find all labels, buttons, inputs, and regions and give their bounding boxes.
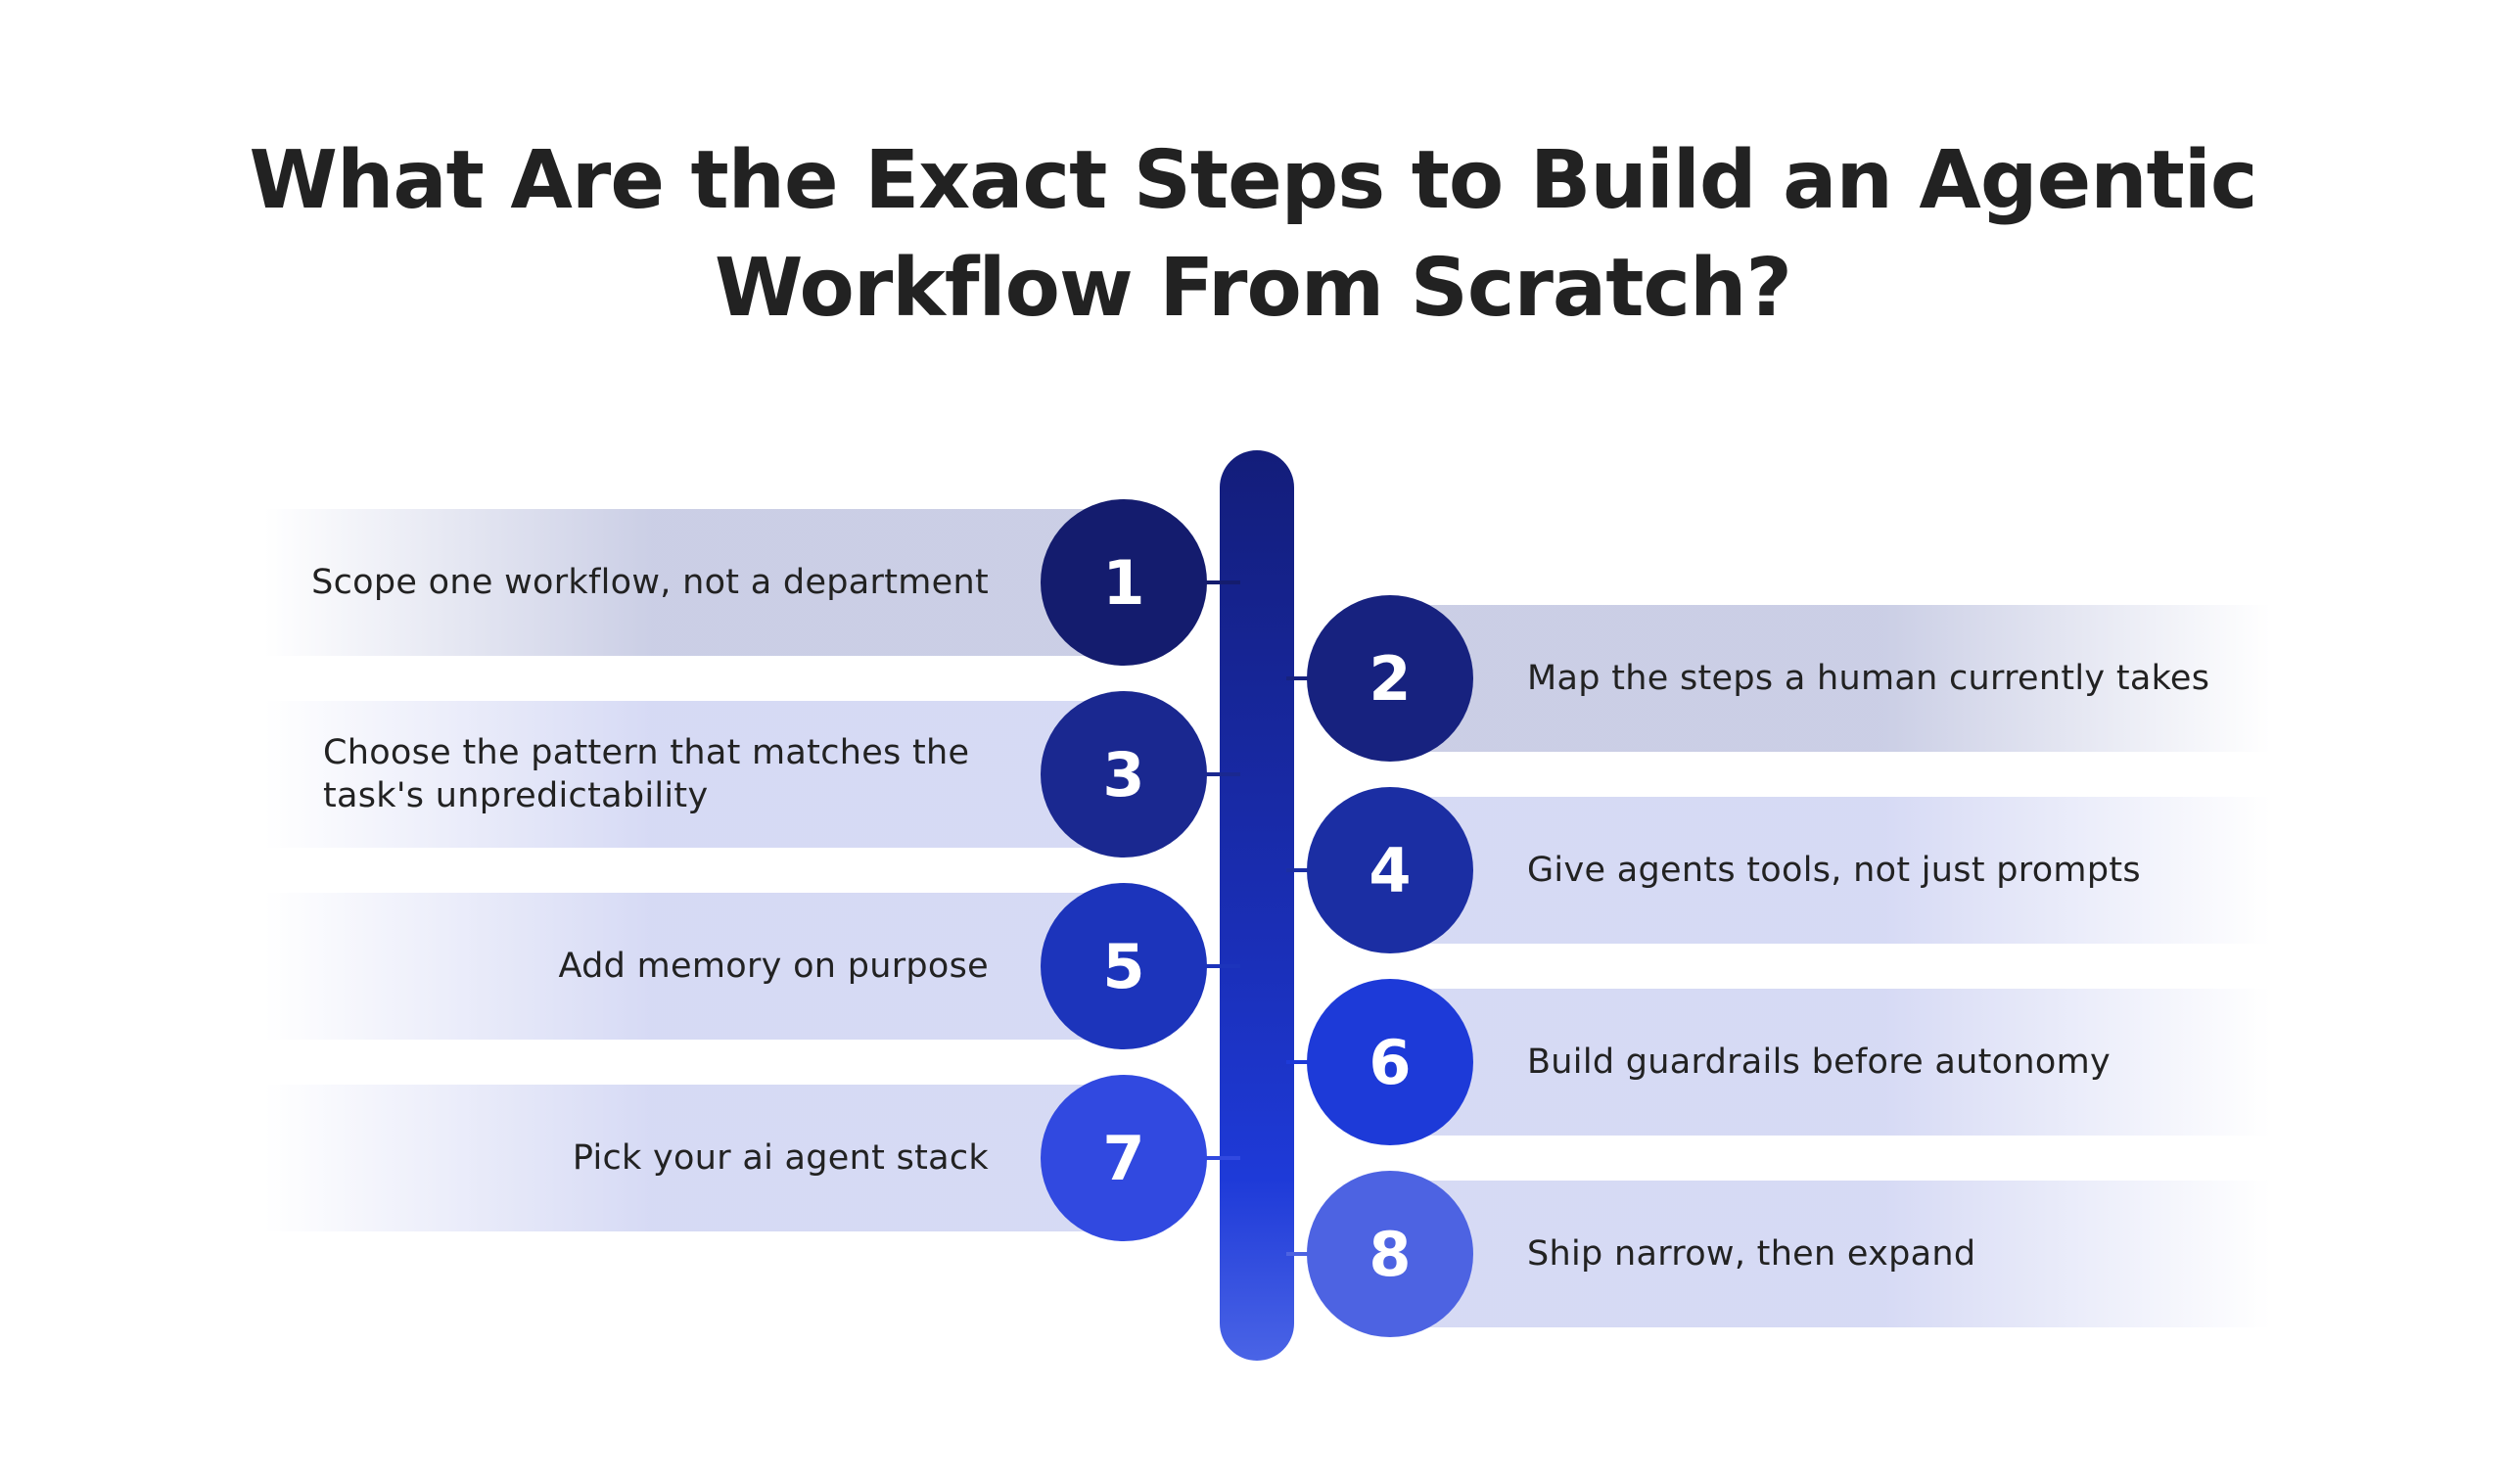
step-5-label: Add memory on purpose xyxy=(558,947,989,986)
step-7-connector xyxy=(1201,1156,1240,1160)
step-6-band: Build guardrails before autonomy xyxy=(1410,989,2271,1136)
step-3-badge: 3 xyxy=(1041,691,1207,858)
step-6-connector xyxy=(1286,1060,1325,1064)
step-7-badge: 7 xyxy=(1041,1075,1207,1241)
step-2-band: Map the steps a human currently takes xyxy=(1410,605,2271,752)
step-8-label: Ship narrow, then expand xyxy=(1527,1234,1976,1274)
page-title: What Are the Exact Steps to Build an Age… xyxy=(0,127,2506,343)
step-2-connector xyxy=(1286,676,1325,680)
step-6-label: Build guardrails before autonomy xyxy=(1527,1043,2112,1082)
step-1-label: Scope one workflow, not a department xyxy=(311,563,989,602)
step-1-band: Scope one workflow, not a department xyxy=(264,509,1126,656)
step-5-connector xyxy=(1201,964,1240,968)
step-6-badge: 6 xyxy=(1307,979,1473,1145)
step-4-connector xyxy=(1286,868,1325,872)
step-5-badge: 5 xyxy=(1041,883,1207,1049)
step-8-connector xyxy=(1286,1252,1325,1256)
step-2-label: Map the steps a human currently takes xyxy=(1527,659,2210,698)
step-7-label: Pick your ai agent stack xyxy=(572,1138,989,1178)
step-7-band: Pick your ai agent stack xyxy=(264,1085,1126,1231)
step-8-badge: 8 xyxy=(1307,1171,1473,1337)
step-2-badge: 2 xyxy=(1307,595,1473,762)
step-3-connector xyxy=(1201,772,1240,776)
step-1-badge: 1 xyxy=(1041,499,1207,666)
step-1-connector xyxy=(1201,580,1240,584)
title-line-1: What Are the Exact Steps to Build an Age… xyxy=(249,134,2258,227)
step-3-label: Choose the pattern that matches the task… xyxy=(323,733,970,815)
step-4-label: Give agents tools, not just prompts xyxy=(1527,851,2141,890)
timeline-spine xyxy=(1220,450,1294,1361)
step-5-band: Add memory on purpose xyxy=(264,893,1126,1040)
title-line-2: Workflow From Scratch? xyxy=(715,242,1792,335)
step-8-band: Ship narrow, then expand xyxy=(1410,1181,2271,1327)
step-3-band: Choose the pattern that matches the task… xyxy=(264,701,1126,848)
step-4-badge: 4 xyxy=(1307,787,1473,953)
step-4-band: Give agents tools, not just prompts xyxy=(1410,797,2271,944)
